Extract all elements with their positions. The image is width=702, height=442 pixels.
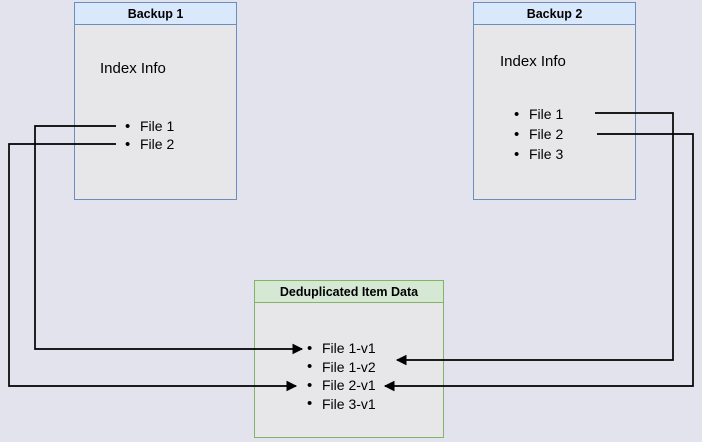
dedup-box: Deduplicated Item Data • File 1-v1 • Fil… xyxy=(254,280,444,438)
list-item: • File 1 xyxy=(514,104,563,124)
backup2-header: Backup 2 xyxy=(474,3,635,25)
list-item: • File 3 xyxy=(514,144,563,164)
list-item: • File 1-v2 xyxy=(307,358,376,377)
backup2-index-info-label: Index Info xyxy=(500,53,566,70)
dedup-file2v1-label: File 2-v1 xyxy=(322,377,376,394)
list-item: • File 1 xyxy=(125,117,174,135)
bullet-icon: • xyxy=(514,145,520,163)
backup1-title: Backup 1 xyxy=(127,6,184,21)
backup2-file3-label: File 3 xyxy=(529,146,564,162)
backup1-box: Backup 1 Index Info • File 1 • File 2 xyxy=(74,2,237,200)
dedup-file1v2-label: File 1-v2 xyxy=(322,358,376,375)
backup1-header: Backup 1 xyxy=(75,3,236,25)
backup2-box: Backup 2 Index Info • File 1 • File 2 • … xyxy=(473,2,636,200)
backup1-file2-label: File 2 xyxy=(140,136,175,152)
bullet-icon: • xyxy=(514,105,520,123)
backup2-file1-label: File 1 xyxy=(529,106,564,122)
bullet-icon: • xyxy=(307,358,313,376)
dedup-title: Deduplicated Item Data xyxy=(279,284,419,299)
dedup-item-list: • File 1-v1 • File 1-v2 • File 2-v1 • Fi… xyxy=(307,339,376,413)
backup2-title: Backup 2 xyxy=(526,6,583,21)
list-item: • File 2-v1 xyxy=(307,376,376,395)
backup1-index-info-label: Index Info xyxy=(100,60,166,77)
backup2-file-list: • File 1 • File 2 • File 3 xyxy=(514,104,563,164)
bullet-icon: • xyxy=(307,395,313,413)
dedup-header: Deduplicated Item Data xyxy=(255,281,443,303)
dedup-file1v1-label: File 1-v1 xyxy=(322,340,376,357)
bullet-icon: • xyxy=(125,135,131,153)
bullet-icon: • xyxy=(125,117,131,135)
list-item: • File 2 xyxy=(125,135,174,153)
list-item: • File 3-v1 xyxy=(307,395,376,414)
dedup-file3v1-label: File 3-v1 xyxy=(322,395,376,412)
backup2-file2-label: File 2 xyxy=(529,126,564,142)
list-item: • File 1-v1 xyxy=(307,339,376,358)
list-item: • File 2 xyxy=(514,124,563,144)
backup1-file-list: • File 1 • File 2 xyxy=(125,117,174,153)
bullet-icon: • xyxy=(514,125,520,143)
backup1-file1-label: File 1 xyxy=(140,118,175,134)
bullet-icon: • xyxy=(307,376,313,394)
bullet-icon: • xyxy=(307,339,313,357)
